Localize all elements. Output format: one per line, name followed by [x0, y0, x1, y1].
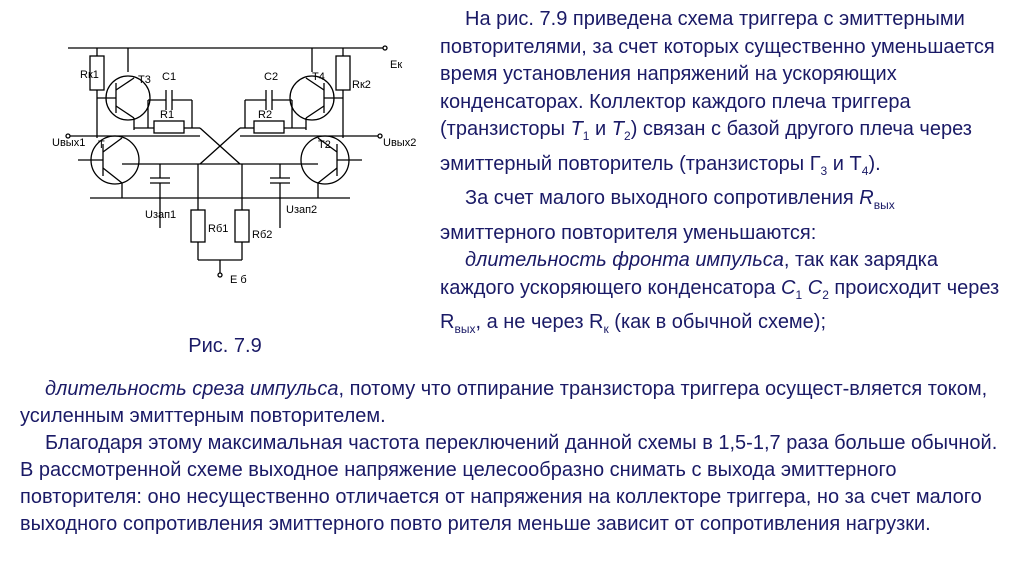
label-t4: T4: [312, 71, 325, 83]
label-rk2: Rк2: [352, 79, 371, 91]
label-t1: T: [98, 139, 105, 151]
paragraph-1: На рис. 7.9 приведена схема триггера с э…: [440, 8, 995, 178]
figure-caption: Рис. 7.9: [188, 335, 262, 357]
paragraph-3: длительность фронта импульса, так как за…: [440, 249, 1000, 336]
label-t3: T3: [138, 74, 151, 86]
label-eb: E б: [230, 274, 247, 286]
paragraph-5: Благодаря этому максимальная частота пер…: [20, 432, 998, 535]
label-rk1: Rк1: [80, 69, 99, 81]
bottom-text: длительность среза импульса, потому что …: [20, 376, 1015, 538]
label-r2: R2: [258, 109, 272, 121]
right-text-column: На рис. 7.9 приведена схема триггера с э…: [440, 6, 1010, 344]
label-uvyh2: Uвых2: [383, 137, 416, 149]
circuit-diagram: Rк1 T3 C1 R1 C2 R2 T4 Rк2 Eк Uвых1 Uвых2…: [50, 28, 425, 298]
label-r1: R1: [160, 109, 174, 121]
label-c2: C2: [264, 71, 278, 83]
label-t2: T2: [318, 139, 331, 151]
paragraph-4: длительность среза импульса, потому что …: [20, 378, 988, 427]
label-uzap1: Uзап1: [145, 209, 176, 221]
label-ek: Eк: [390, 59, 402, 71]
label-c1: C1: [162, 71, 176, 83]
label-rb2: Rб2: [252, 229, 272, 241]
label-rb1: Rб1: [208, 223, 228, 235]
label-uvyh1: Uвых1: [52, 137, 85, 149]
label-uzap2: Uзап2: [286, 204, 317, 216]
paragraph-2: За счет малого выходного сопротивления R…: [440, 187, 895, 244]
